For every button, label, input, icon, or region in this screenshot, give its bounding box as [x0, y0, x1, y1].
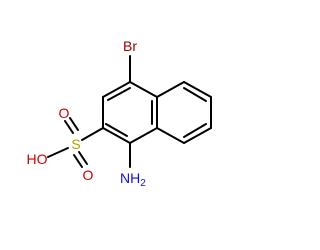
bond-c7-c8-inner	[183, 123, 207, 138]
bond-c1-c2	[102, 127, 131, 144]
structure-canvas: Br S O O HO NH2	[27, 38, 212, 189]
amino-label: NH2	[120, 170, 146, 189]
bond-c1-c2-inner	[105, 123, 128, 137]
bond-c4-c4a	[129, 81, 158, 98]
amino-label-main: NH	[120, 170, 140, 186]
atom-labels: Br S O O HO NH2	[27, 38, 147, 189]
bond-s-o-upper-b	[69, 117, 79, 131]
bromine-label: Br	[123, 38, 137, 54]
bond-s-oh	[47, 147, 69, 158]
bond-s-o-lower-b	[78, 151, 88, 165]
amino-label-subscript: 2	[140, 178, 146, 189]
bond-c5-c6	[183, 81, 212, 98]
bond-s-o-upper-a	[64, 120, 74, 134]
oxygen-upper-label: O	[59, 105, 70, 121]
bond-c2-s	[81, 127, 104, 141]
oxygen-lower-label: O	[83, 167, 94, 183]
sulfur-label: S	[71, 136, 80, 152]
bond-c3-c4-inner	[107, 87, 131, 101]
bond-s-o-lower-a	[73, 154, 83, 168]
bond-c7-c8	[183, 127, 212, 144]
bond-c8-c8a	[156, 127, 185, 144]
bond-c5-c6-inner	[183, 87, 207, 102]
bond-skeleton	[47, 55, 212, 168]
bond-c3-c4	[102, 81, 131, 98]
bond-c8a-c1	[129, 127, 158, 144]
bond-c4a-c5	[156, 81, 185, 98]
hydroxyl-label: HO	[27, 151, 48, 167]
